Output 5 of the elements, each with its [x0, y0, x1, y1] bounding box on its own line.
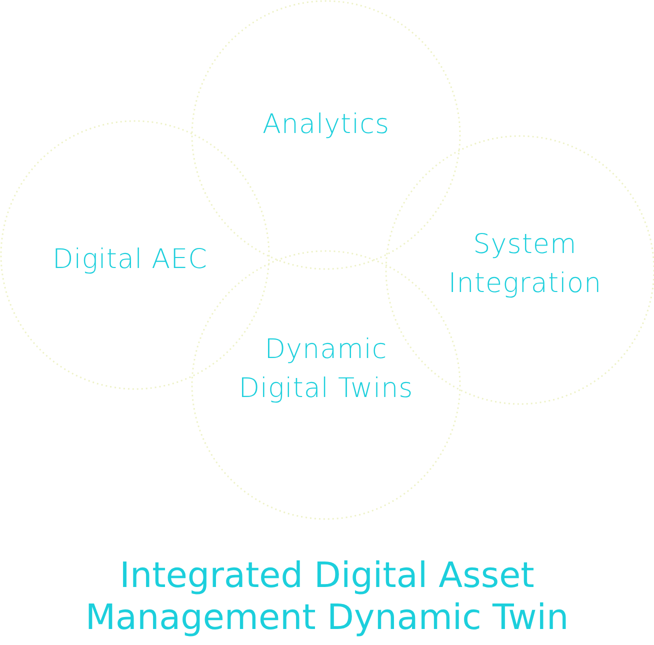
circle-label: System Integration	[447, 228, 603, 301]
circle-label: Digital AEC	[51, 243, 209, 277]
circle-label: Analytics	[261, 108, 391, 142]
circle-label: Dynamic Digital Twins	[238, 333, 414, 406]
diagram-title: Integrated Digital Asset Management Dynamic Twin	[84, 555, 570, 639]
